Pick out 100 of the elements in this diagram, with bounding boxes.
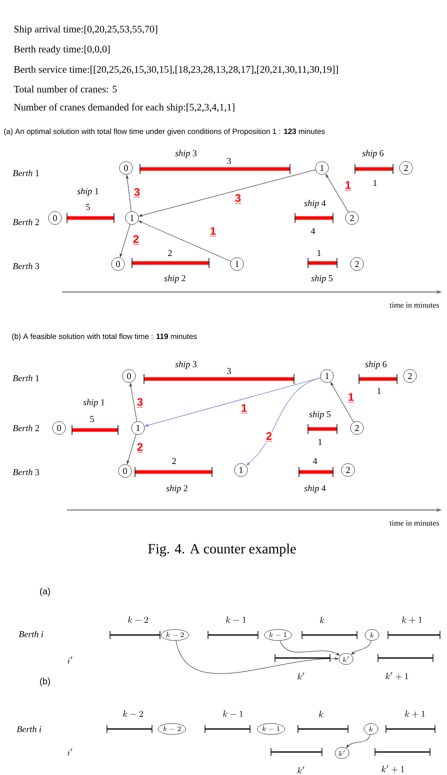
ship-bar [132,258,210,268]
edge-label: 2 [265,432,273,442]
segment-label: $k-2$ [123,710,144,717]
segment-bar [302,630,358,640]
segment-bar [298,724,348,734]
text-label: Berth 3 [12,262,40,270]
ship-label: ship 1 [83,398,104,408]
segment-bar [374,748,430,756]
ship-label: ship 1 [77,188,98,196]
ship-label: ship 4 [304,200,326,208]
segment-bar [204,724,250,734]
ship-bar [354,164,394,174]
text-label: Berth 2 [12,218,39,226]
edge-label: 3 [234,194,242,204]
segment-bar [388,630,440,640]
ship-label: 5 [86,204,90,210]
ship-bar [66,212,114,224]
ship-bar [308,424,338,434]
arrow [126,434,136,464]
arrow [246,378,321,466]
segment-label: $k+1$ [402,616,422,624]
segment-label: $k'+1$ [386,672,408,680]
segment-bar [106,724,152,734]
text-label: Berth service time:[[20,25,26,15,30,15],[18,23,28,13,28,17],[20,21,30,11,30,19]] [14,66,338,74]
text-label: Berth 2 [12,424,39,432]
text-label: Number of cranes demanded for each ship:[5,2,3,4,1,1] [14,103,234,113]
ship-label: ship 5 [311,274,333,284]
text-label: Total number of cranes: 5 [14,85,117,93]
segment-bar [386,724,436,734]
ship-bar [358,374,398,384]
arrow [139,169,316,217]
ship-label: ship 3 [175,150,197,158]
ship-label: 1 [318,250,321,256]
text-label: Berth 1 [12,170,39,176]
ship-label: 2 [172,458,176,464]
ship-bar [134,466,212,478]
text-label: Berth 3 [12,468,40,476]
arrow [138,220,232,262]
arrow [144,378,321,426]
ship-label: ship 6 [362,150,384,158]
edge-label: 1 [344,180,352,192]
segment-bar [110,630,160,640]
ship-label: 2 [168,250,172,256]
ship-label: ship 5 [309,410,331,420]
text-label: Berth 1 [12,374,39,382]
arrow [176,640,338,674]
ship-label: 1 [374,180,377,186]
segment-label: $k$ [320,616,324,624]
text-label: (b) [40,678,50,686]
ship-label: 3 [227,368,231,374]
segment-label: $k-1$ [226,616,246,623]
ship-bar [144,374,294,384]
segment-label: $k+1$ [405,710,425,718]
text-label: Berth i [16,726,42,732]
arrow [330,382,354,422]
ship-label: ship 3 [175,360,197,370]
segment-bar [378,654,434,662]
ship-bar [308,258,338,268]
segment-bar [208,630,258,640]
segment-label: $k-2$ [128,616,148,623]
segment-label: $k$ [318,710,324,718]
arrow [120,224,130,258]
ship-bar [72,424,118,436]
edge-label: 1 [347,392,355,404]
ship-label: 1 [318,439,322,445]
edge-label: 2 [132,234,140,246]
arrow [280,640,340,656]
arrow [346,734,370,748]
text-label: Berth ready time:[0,0,0] [14,45,110,55]
text-label: $i'$ [67,656,72,664]
segment-bar [270,748,322,756]
text-label: Ship arrival time:[0,20,25,53,55,70] [14,25,158,35]
edge-label: 3 [133,188,141,198]
text-label: $i'$ [67,748,72,756]
ship-bar [294,212,334,224]
segment-bar [274,654,330,662]
figure-caption: Fig. 4. A counter example [148,544,296,556]
text-label: (a) [40,588,50,596]
arrow [130,383,138,422]
edge-label: 2 [136,442,144,454]
arrow [351,640,372,655]
segment-label: $k-1$ [223,710,243,717]
ship-label: 5 [90,416,94,422]
ship-label: ship 6 [365,360,387,370]
ship-label: ship 2 [166,484,188,494]
ship-label: 1 [378,388,381,394]
ship-bar [298,466,334,478]
edge-label: 3 [136,398,144,408]
edge-label: 1 [209,226,217,238]
arrow [126,175,132,212]
ship-label: 3 [227,158,231,164]
text-label: Berth i [18,630,44,638]
arrow [326,174,349,212]
segment-label: $k'$ [298,672,304,680]
edge-label: 1 [240,404,248,414]
axis-label: time in minutes [390,520,440,526]
segment-label: $k'+1$ [382,765,404,773]
ship-label: 4 [310,228,316,234]
ship-label: 4 [312,458,318,464]
ship-label: ship 2 [164,274,186,284]
